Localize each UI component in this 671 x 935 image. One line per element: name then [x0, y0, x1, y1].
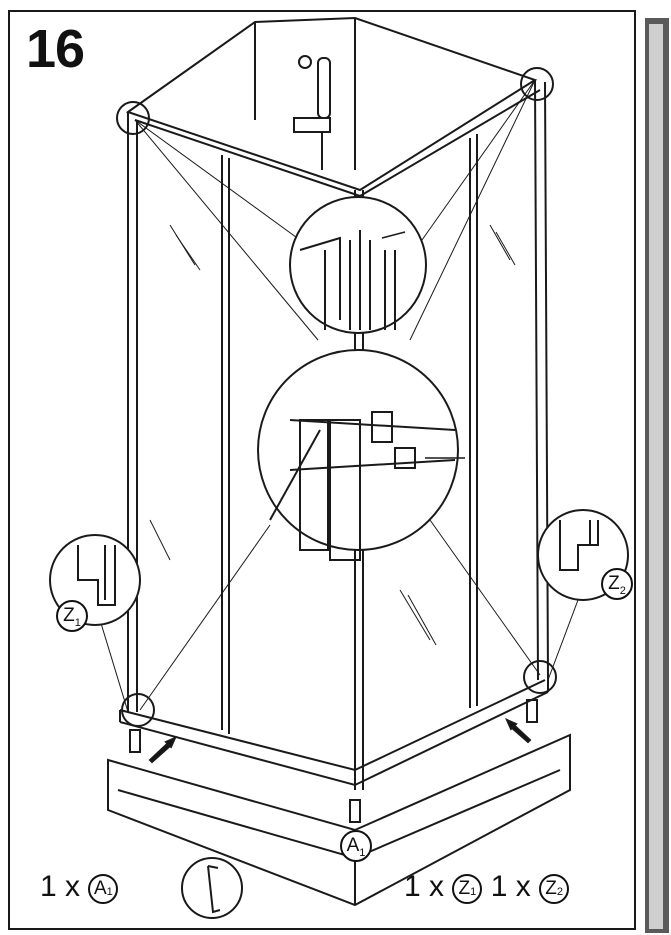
side-tab-bar-inner	[649, 24, 663, 929]
part-z2-sub: 2	[556, 886, 563, 898]
callout-a1-sub: 1	[359, 846, 366, 859]
adjustable-feet	[129, 699, 538, 823]
leader-lines	[99, 79, 579, 713]
top-frame	[125, 16, 541, 198]
part-z1-letter: Z	[458, 878, 471, 899]
base-rails	[119, 679, 549, 787]
glass-reflections	[149, 224, 516, 646]
part-z2-letter: Z	[545, 878, 557, 899]
callout-z2-sub: 2	[619, 584, 626, 597]
callout-z2-letter: Z	[608, 573, 620, 594]
part-a1-letter: A	[93, 878, 107, 899]
parts-list-left: 1 x A1	[40, 870, 119, 904]
part-label-z1: Z1	[452, 874, 483, 904]
part-label-z2: Z2	[539, 874, 570, 904]
part-a1-sketch	[181, 857, 243, 919]
part-z1-sub: 1	[470, 886, 477, 898]
qty-a1: 1 x	[40, 870, 81, 903]
qty-z2: 1 x	[490, 870, 531, 903]
corner-markers	[116, 67, 557, 727]
shower-head	[293, 55, 331, 170]
step-number: 16	[26, 19, 85, 79]
callout-z1-letter: Z	[63, 605, 75, 626]
callout-z2: Z2	[601, 568, 633, 600]
detail-middle	[257, 349, 465, 561]
callout-a1-letter: A	[346, 835, 360, 856]
detail-upper	[289, 196, 427, 334]
callout-z1: Z1	[56, 600, 88, 632]
parts-list-right: 1 x Z1 1 x Z2	[404, 870, 570, 904]
part-a1-sub: 1	[106, 886, 113, 898]
callout-z1-sub: 1	[74, 616, 81, 629]
qty-z1: 1 x	[404, 870, 445, 903]
callout-a1: A1	[340, 830, 372, 862]
push-arrows	[148, 718, 532, 764]
part-label-a1: A1	[88, 874, 119, 904]
